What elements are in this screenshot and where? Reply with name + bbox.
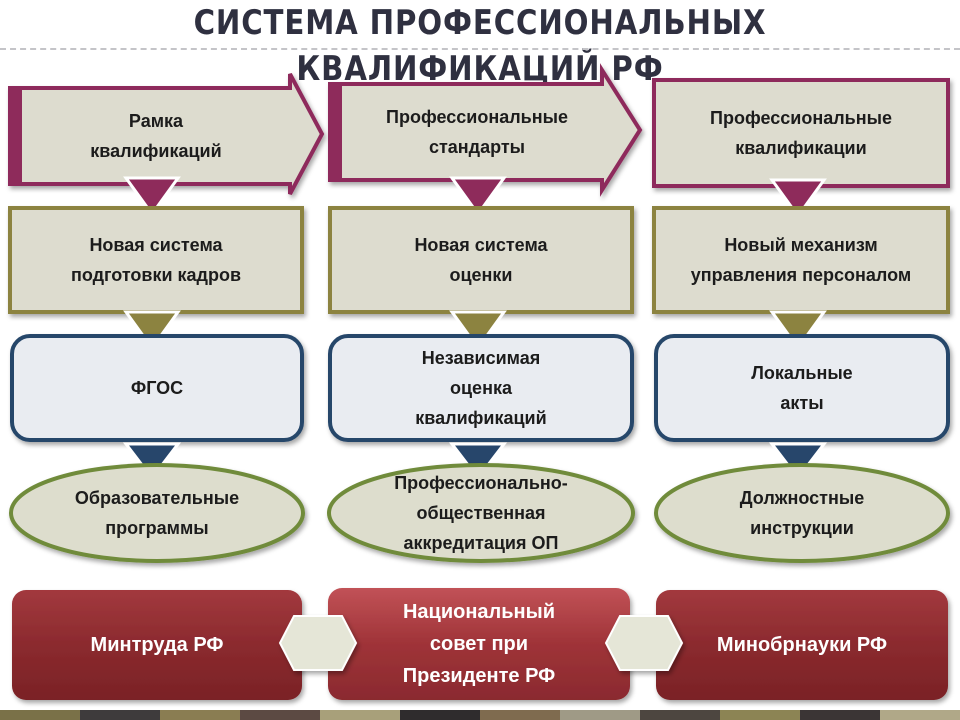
- arrow-shape-professional-standards: [328, 63, 643, 197]
- strip-segment: [400, 710, 480, 720]
- connectors-row2: [123, 310, 827, 351]
- strip-segment: [160, 710, 240, 720]
- strip-segment: [320, 710, 400, 720]
- connectors-row1: [123, 176, 827, 219]
- strip-segment: [480, 710, 560, 720]
- node-public-accreditation: Профессионально- общественная аккредитац…: [394, 473, 568, 553]
- strip-segment: [720, 710, 800, 720]
- strip-segment: [80, 710, 160, 720]
- panel-national-council: [328, 588, 630, 700]
- arrow-edge-bar: [10, 88, 22, 184]
- arrow-edge-bar: [330, 84, 342, 180]
- box-shape-professional-qualifications: [652, 78, 950, 188]
- strip-segment: [640, 710, 720, 720]
- label-mintrud: Минтруда РФ: [90, 634, 224, 656]
- node-fgos: ФГОС: [130, 378, 184, 398]
- strip-segment: [800, 710, 880, 720]
- bottom-panels: [12, 588, 948, 700]
- arrow-shape-qualification-framework: [8, 73, 325, 195]
- row4-shapes: [9, 463, 950, 563]
- strip-segment: [880, 710, 960, 720]
- strip-segment: [560, 710, 640, 720]
- panel-mintrud: [12, 590, 302, 700]
- node-professional-standards: Профессиональные стандарты: [386, 107, 568, 157]
- hex-right: [604, 615, 684, 671]
- row3-shapes: [10, 334, 950, 442]
- row1-shapes: [8, 63, 950, 197]
- node-job-descriptions: Должностные инструкции: [739, 488, 865, 538]
- node-educational-programs: Образовательные программы: [74, 488, 240, 538]
- title-divider: [0, 48, 960, 50]
- decorative-bottom-strip: [0, 710, 960, 720]
- strip-segment: [0, 710, 80, 720]
- hex-connectors: [278, 615, 684, 671]
- panel-minobrnauki: [656, 590, 948, 700]
- connectors-row3: [122, 442, 828, 481]
- label-national-council: Национальный совет при Президенте РФ: [402, 601, 556, 687]
- hex-left: [278, 615, 358, 671]
- node-new-assessment-system: Новая система оценки: [414, 235, 548, 285]
- row2-shapes: [8, 206, 950, 314]
- node-professional-qualifications: Профессиональные квалификации: [710, 108, 892, 158]
- label-minobrnauki: Минобрнауки РФ: [716, 634, 888, 656]
- node-local-acts: Локальные акты: [751, 363, 853, 413]
- strip-segment: [240, 710, 320, 720]
- node-independent-assessment: Независимая оценка квалификаций: [415, 348, 547, 428]
- node-new-hr-mechanism: Новый механизм управления персоналом: [690, 235, 912, 285]
- node-new-training-system: Новая система подготовки кадров: [70, 235, 242, 285]
- node-qualification-framework: Рамка квалификаций: [90, 111, 222, 161]
